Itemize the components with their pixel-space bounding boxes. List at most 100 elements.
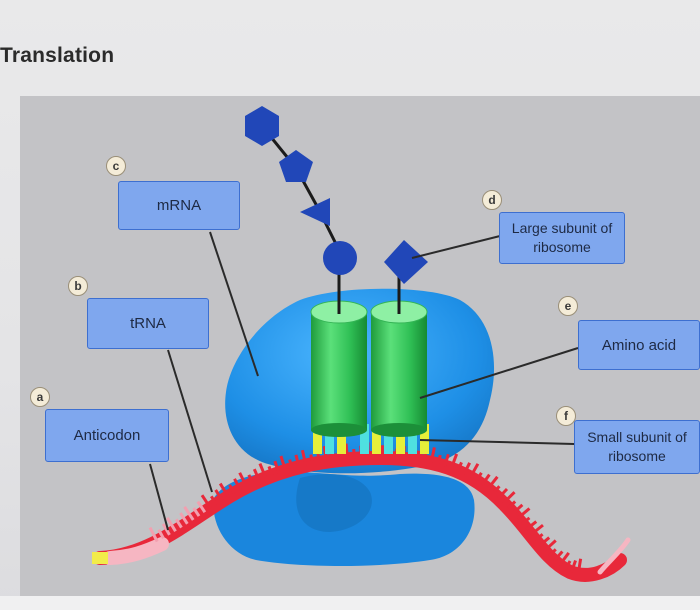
trna-right: [370, 276, 428, 437]
badge-a: a: [30, 387, 50, 407]
mrna-tooth: [288, 459, 294, 470]
trna-cylinder: [371, 312, 427, 430]
mrna-tooth: [468, 463, 480, 479]
leader-line-small-subunit: [419, 439, 575, 445]
amino-acid-hexagon: [245, 106, 279, 146]
mrna-tooth: [462, 462, 471, 475]
label-trna[interactable]: tRNA: [87, 298, 209, 349]
mrna-tooth: [214, 489, 224, 502]
mrna-tooth: [429, 447, 436, 464]
trna-left: [310, 270, 368, 437]
anticodon-stub: [325, 424, 334, 454]
mrna-strand: [92, 442, 631, 582]
mrna-tooth: [309, 454, 315, 465]
anticodon-stub: [360, 424, 369, 454]
mrna-tooth: [502, 491, 516, 505]
amino-acid-triangle: [300, 198, 330, 226]
trna-anticodons: [313, 424, 429, 454]
mrna-tooth: [525, 520, 538, 531]
mrna-tooth: [538, 536, 551, 547]
amino-acid-circle: [323, 241, 357, 275]
mrna-tail-pale: [103, 537, 169, 565]
mrna-tooth: [300, 449, 308, 466]
badge-e: e: [558, 296, 578, 316]
mrna-tooth: [294, 454, 301, 468]
leader-line-trna: [167, 349, 213, 493]
mrna-tooth: [497, 487, 509, 500]
anticodon-stub: [372, 424, 381, 454]
mrna-tooth: [563, 560, 572, 571]
mrna-tooth: [273, 460, 281, 474]
mrna-tooth: [161, 523, 171, 536]
mrna-tooth: [480, 473, 491, 486]
label-amino-acid[interactable]: Amino acid: [578, 320, 700, 370]
bottom-strip: [0, 596, 700, 610]
mrna-tooth: [209, 495, 218, 506]
page-title: Translation: [0, 44, 115, 67]
amino-acid-diamond: [384, 240, 428, 284]
label-large-subunit[interactable]: Large subunit of ribosome: [499, 212, 625, 264]
mrna-tooth: [507, 500, 517, 510]
mrna-tooth: [166, 517, 177, 533]
leader-line-amino-acid: [419, 347, 579, 399]
mrna-tooth: [218, 482, 230, 498]
anticodon-stub: [384, 424, 393, 454]
mrna-tooth: [247, 474, 255, 485]
mrna-tooth: [543, 539, 557, 553]
trna-cylinder: [311, 312, 367, 430]
mrna-tooth: [183, 506, 195, 521]
mrna-tooth: [529, 523, 544, 537]
label-anticodon[interactable]: Anticodon: [45, 409, 169, 462]
anticodon-stub: [313, 424, 322, 454]
mrna-tooth: [491, 485, 501, 495]
mrna-tooth: [520, 516, 531, 526]
mrna-tail-right: [597, 537, 631, 575]
mrna-tooth: [569, 560, 577, 574]
leader-lines: [149, 231, 579, 531]
small-subunit-groove: [296, 474, 372, 532]
mrna-tooth: [456, 461, 463, 472]
mrna-tooth: [233, 478, 242, 491]
mrna-tooth: [547, 548, 557, 558]
mrna-tooth: [174, 518, 183, 529]
amino-acid-pentagon: [279, 150, 313, 182]
label-small-subunit[interactable]: Small subunit of ribosome: [574, 420, 700, 474]
mrna-tooth: [179, 512, 189, 525]
mrna-tooth: [449, 453, 459, 470]
trna-cylinder-bottom: [371, 423, 427, 437]
anticodon-stub: [337, 424, 346, 454]
mrna-tooth: [474, 472, 483, 482]
mrna-tooth: [436, 454, 442, 465]
leader-line-mrna: [209, 231, 259, 377]
mrna-tooth: [252, 468, 261, 482]
leader-line-anticodon: [149, 463, 169, 531]
mrna-tooth: [238, 472, 249, 488]
mrna-tooth: [196, 500, 207, 514]
mrna-tooth: [267, 465, 274, 477]
mrna-tooth: [279, 455, 288, 472]
mrna-tooth: [228, 484, 236, 495]
mrna-tooth: [516, 507, 531, 520]
anticodon-stub: [420, 424, 429, 454]
mrna-tooth: [200, 494, 212, 510]
mrna-tooth: [511, 503, 524, 515]
mrna-tooth: [552, 550, 564, 563]
mrna-tooth: [258, 462, 268, 479]
polypeptide-chain: [245, 106, 428, 284]
badge-c: c: [106, 156, 126, 176]
mrna-tooth: [344, 443, 349, 460]
mrna-tooth: [443, 453, 450, 467]
anticodon-stub: [408, 424, 417, 454]
mrna-tooth: [486, 475, 499, 491]
badge-d: d: [482, 190, 502, 210]
mrna-tooth: [148, 526, 159, 543]
mrna-tooth: [157, 529, 165, 539]
badge-f: f: [556, 406, 576, 426]
anticodon-stub: [396, 424, 405, 454]
leader-line-large-subunit: [411, 235, 501, 259]
mrna-tooth: [558, 551, 570, 567]
mrna-end-cap: [92, 552, 108, 564]
label-mrna[interactable]: mRNA: [118, 181, 240, 230]
trna-cylinder-bottom: [311, 423, 367, 437]
mrna-tooth: [192, 507, 201, 517]
